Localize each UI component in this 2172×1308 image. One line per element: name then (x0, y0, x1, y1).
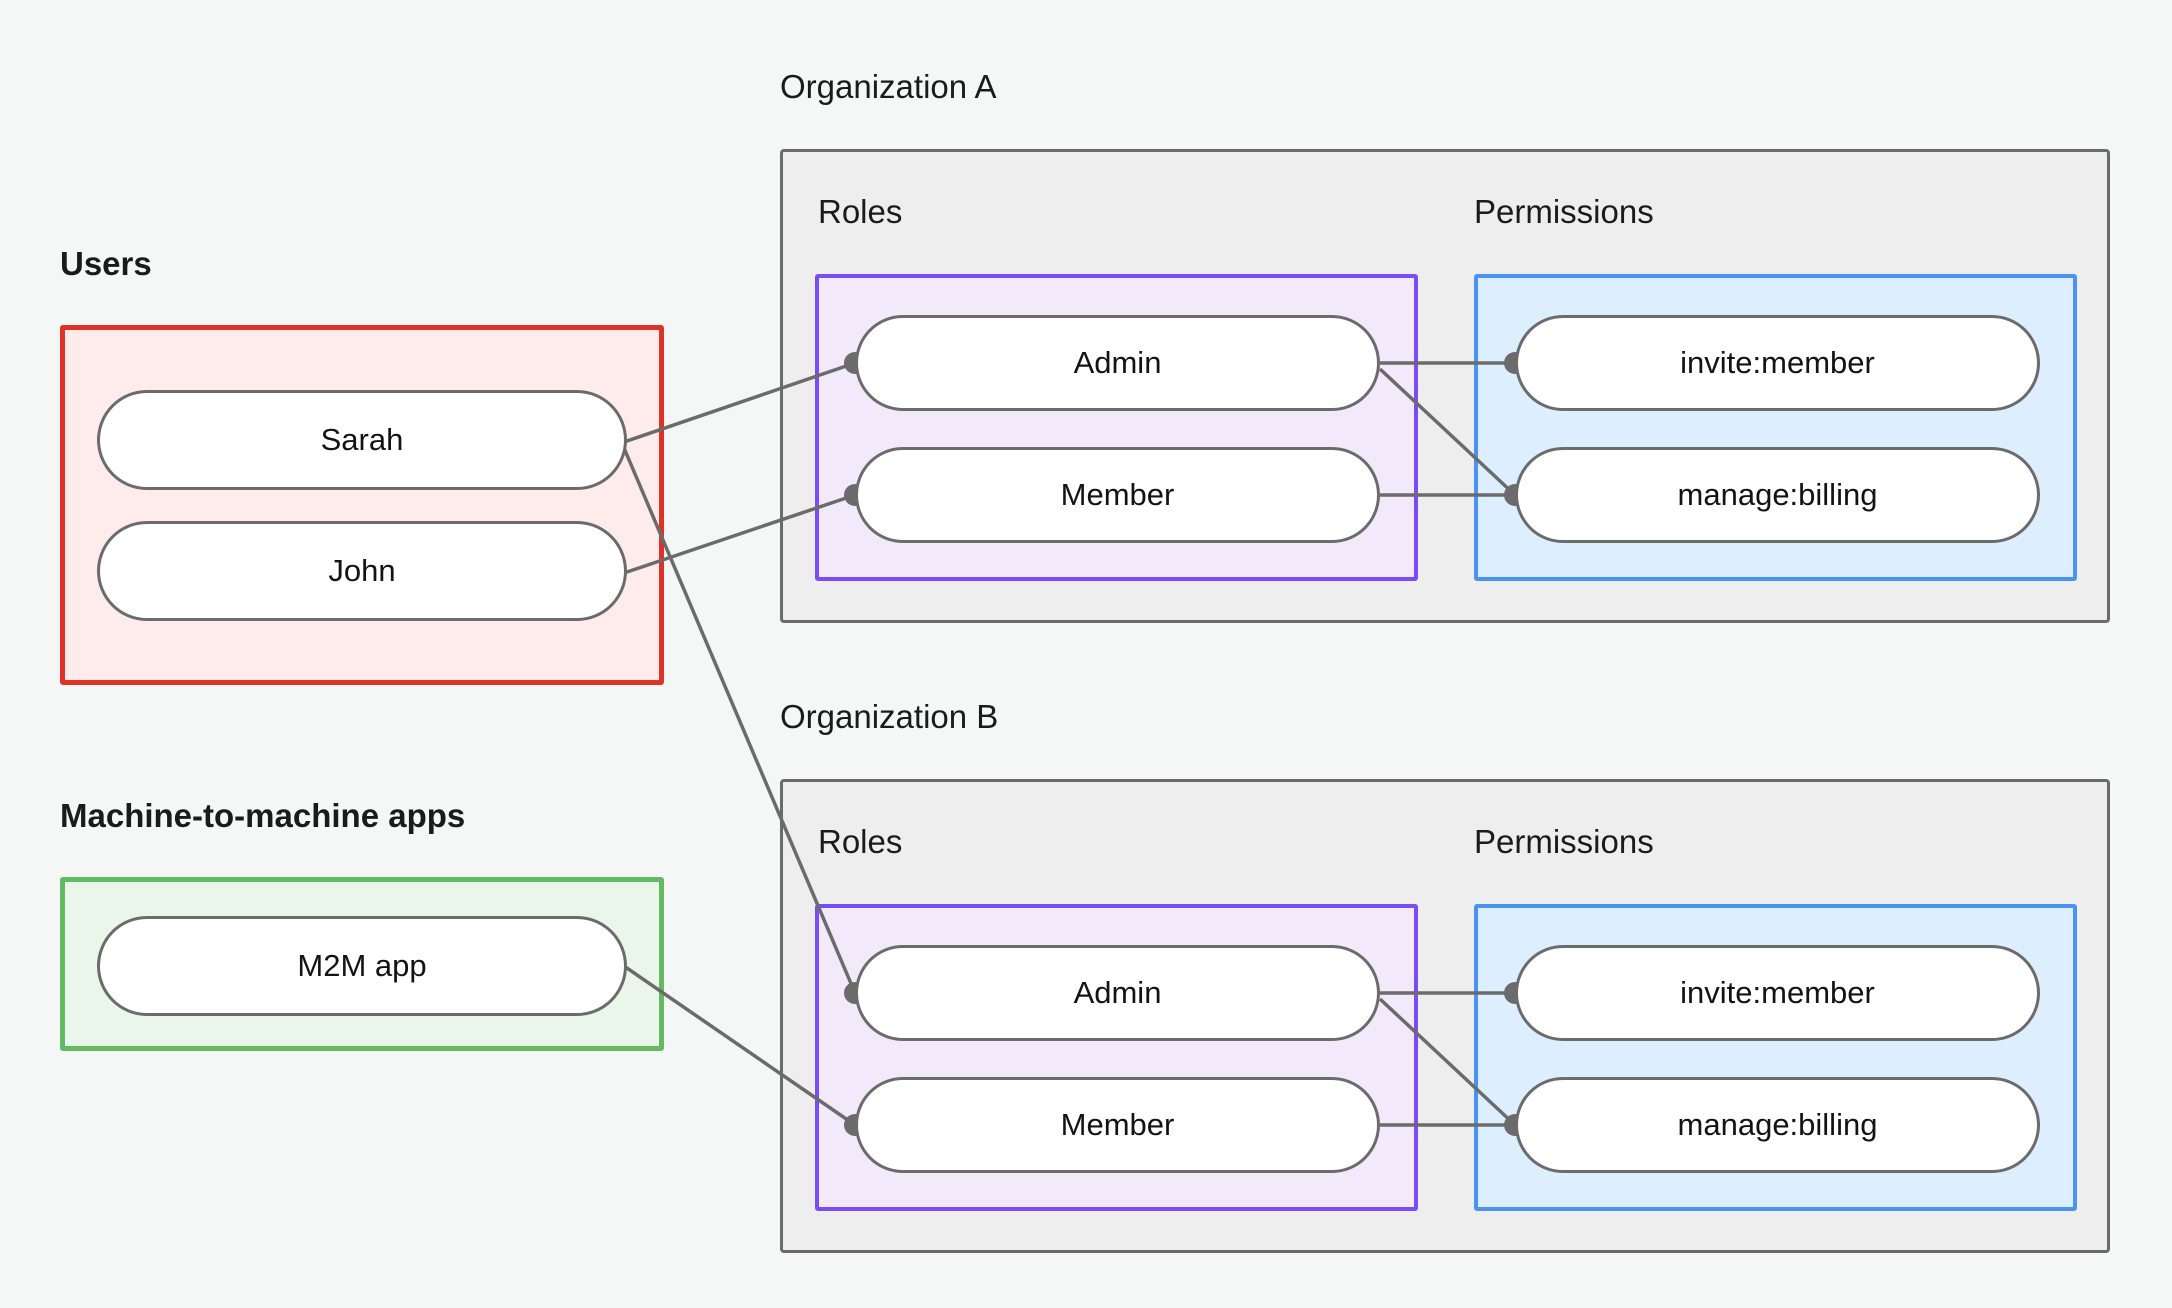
m2m-node-m2m-app[interactable]: M2M app (97, 916, 627, 1016)
organization-b-roles-title: Roles (818, 823, 903, 860)
organization-b-permission-invite-member[interactable]: invite:member (1515, 945, 2040, 1041)
organization-b-permission-manage-billing[interactable]: manage:billing (1515, 1077, 2040, 1173)
organization-a-role-member[interactable]: Member (855, 447, 1380, 543)
user-node-sarah[interactable]: Sarah (97, 390, 627, 490)
organization-a-title: Organization A (780, 68, 997, 105)
users-group-title: Users (60, 245, 152, 282)
users-container (60, 325, 664, 685)
organization-a-permission-invite-member[interactable]: invite:member (1515, 315, 2040, 411)
organization-a-permissions-title: Permissions (1474, 193, 1654, 230)
m2m-group-title: Machine-to-machine apps (60, 797, 466, 834)
organization-b-title: Organization B (780, 698, 999, 735)
organization-b-role-admin[interactable]: Admin (855, 945, 1380, 1041)
organization-a-roles-title: Roles (818, 193, 903, 230)
organization-b-permissions-title: Permissions (1474, 823, 1654, 860)
organization-b-role-member[interactable]: Member (855, 1077, 1380, 1173)
organization-a-permission-manage-billing[interactable]: manage:billing (1515, 447, 2040, 543)
organization-a-role-admin[interactable]: Admin (855, 315, 1380, 411)
user-node-john[interactable]: John (97, 521, 627, 621)
